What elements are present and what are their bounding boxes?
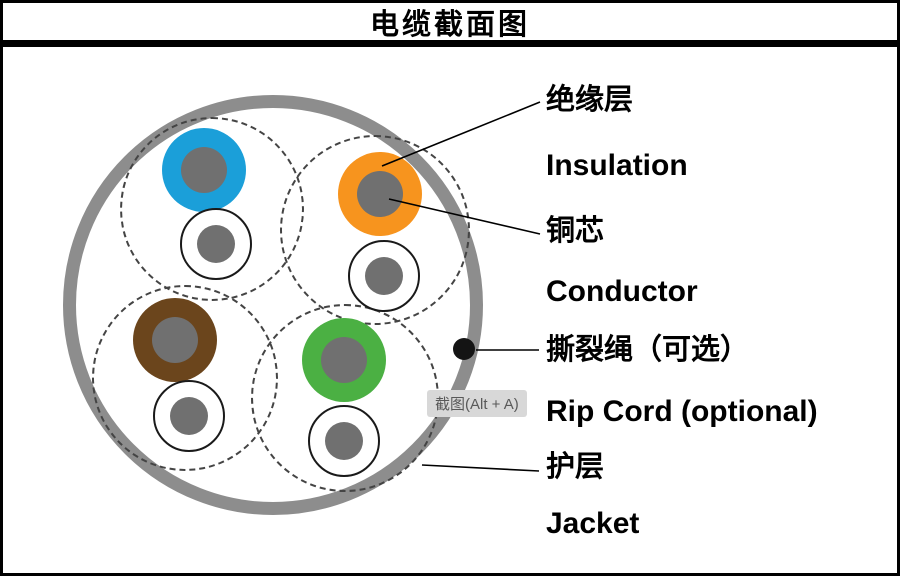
page-title: 电缆截面图 — [369, 8, 530, 41]
label-rip-cord-zh: 撕裂绳（可选） — [546, 334, 750, 366]
screenshot-tooltip: 截图(Alt + A) — [427, 390, 527, 417]
copper-conductor — [197, 225, 235, 263]
label-conductor-en: Conductor — [546, 275, 698, 308]
insulated-wire-green — [302, 318, 386, 402]
insulated-wire-blue — [162, 128, 246, 212]
copper-conductor — [365, 257, 403, 295]
label-insulation-zh: 绝缘层 — [546, 84, 634, 116]
cable-cross-section-diagram: 绝缘层 Insulation 铜芯 Conductor 撕裂绳（可选） Rip … — [3, 54, 897, 573]
label-rip-cord-en: Rip Cord (optional) — [546, 395, 818, 428]
label-conductor-zh: 铜芯 — [546, 215, 605, 247]
copper-conductor — [181, 147, 227, 193]
white-wire-bottom-left — [153, 380, 225, 452]
insulated-wire-brown — [133, 298, 217, 382]
white-wire-top-right — [348, 240, 420, 312]
copper-conductor — [152, 317, 198, 363]
copper-conductor — [170, 397, 208, 435]
rip-cord-dot — [453, 338, 475, 360]
label-jacket-zh: 护层 — [546, 451, 605, 483]
insulated-wire-orange — [338, 152, 422, 236]
white-wire-top-left — [180, 208, 252, 280]
title-bar: 电缆截面图 — [3, 3, 897, 47]
label-jacket-en: Jacket — [546, 507, 640, 540]
copper-conductor — [321, 337, 367, 383]
leader-line-jacket — [421, 464, 540, 472]
white-wire-bottom-right — [308, 405, 380, 477]
copper-conductor — [357, 171, 403, 217]
copper-conductor — [325, 422, 363, 460]
label-insulation-en: Insulation — [546, 149, 688, 182]
